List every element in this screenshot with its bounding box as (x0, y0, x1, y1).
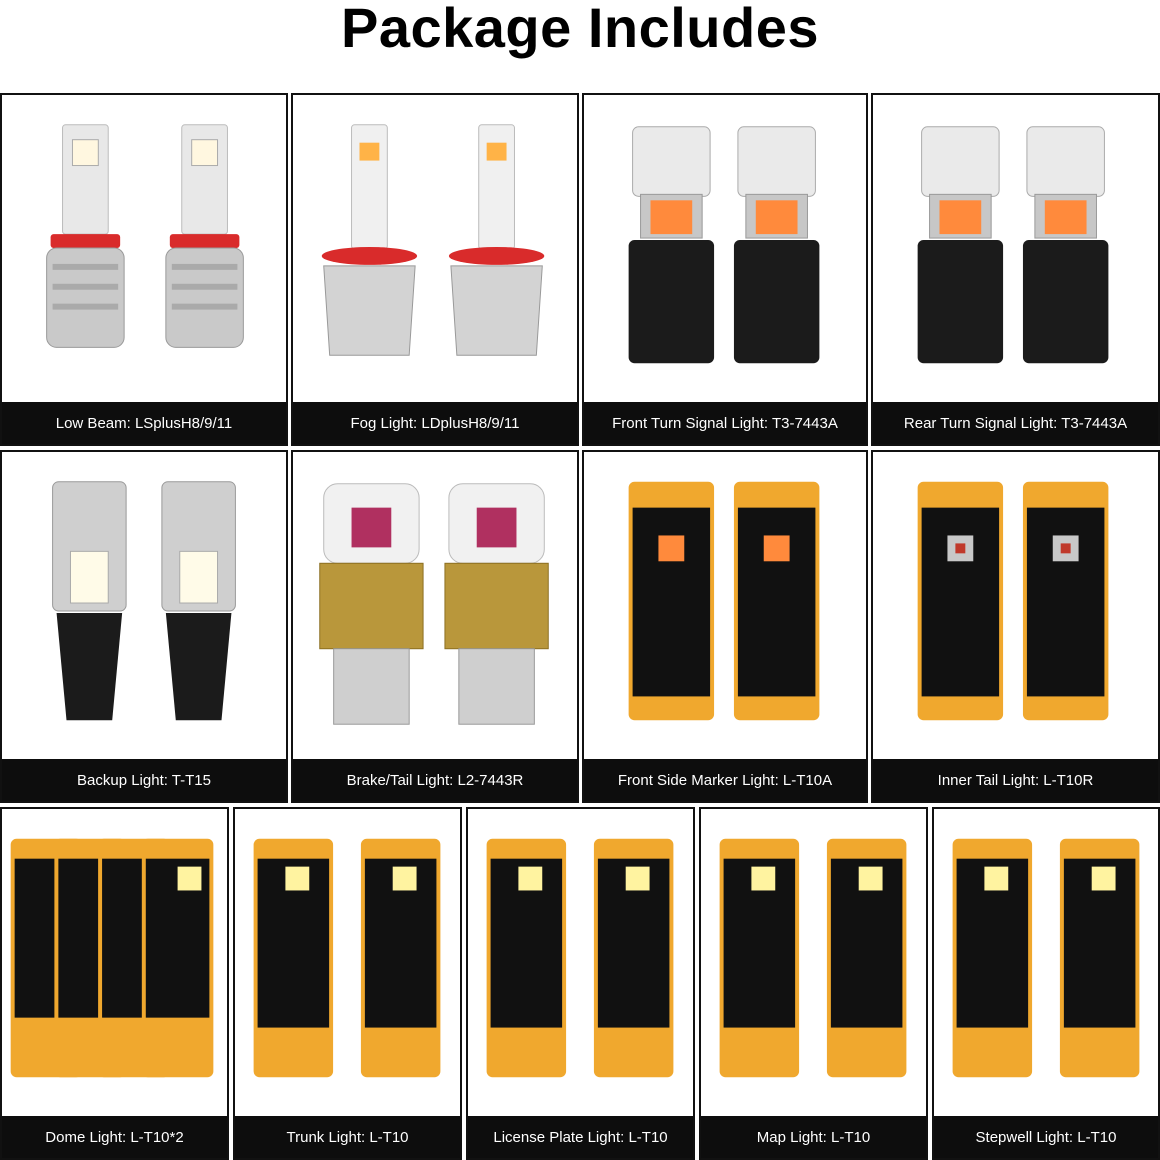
item-caption: Front Side Marker Light: L-T10A (584, 759, 866, 801)
7443-bulb-icon (584, 95, 866, 402)
item-caption: Stepwell Light: L-T10 (934, 1116, 1158, 1158)
item-caption: Map Light: L-T10 (701, 1116, 926, 1158)
fog-bulb-icon (293, 95, 577, 402)
item-caption: License Plate Light: L-T10 (468, 1116, 693, 1158)
page-title: Package Includes (340, 0, 819, 59)
7443-bulb-icon (873, 95, 1158, 402)
t15-bulb-icon (2, 452, 286, 759)
t10-white-bulb-icon (2, 809, 227, 1116)
item-card-low-beam: Low Beam: LSplusH8/9/11 (0, 93, 288, 446)
item-card-map-light: Map Light: L-T10 (699, 807, 928, 1160)
item-caption: Fog Light: LDplusH8/9/11 (293, 402, 577, 444)
item-card-front-turn-signal: Front Turn Signal Light: T3-7443A (582, 93, 868, 446)
item-card-brake-tail-light: Brake/Tail Light: L2-7443R (291, 450, 579, 803)
item-caption: Dome Light: L-T10*2 (2, 1116, 227, 1158)
item-card-license-plate-light: License Plate Light: L-T10 (466, 807, 695, 1160)
t10-white-bulb-icon (468, 809, 693, 1116)
h11-bulb-icon (2, 95, 286, 402)
item-card-dome-light: Dome Light: L-T10*2 (0, 807, 229, 1160)
t10-amber-bulb-icon (584, 452, 866, 759)
item-caption: Trunk Light: L-T10 (235, 1116, 460, 1158)
item-card-inner-tail-light: Inner Tail Light: L-T10R (871, 450, 1160, 803)
item-card-fog-light: Fog Light: LDplusH8/9/11 (291, 93, 579, 446)
item-caption: Inner Tail Light: L-T10R (873, 759, 1158, 801)
item-card-rear-turn-signal: Rear Turn Signal Light: T3-7443A (871, 93, 1160, 446)
t10-white-bulb-icon (934, 809, 1158, 1116)
7443r-bulb-icon (293, 452, 577, 759)
item-caption: Low Beam: LSplusH8/9/11 (2, 402, 286, 444)
t10-red-bulb-icon (873, 452, 1158, 759)
item-caption: Front Turn Signal Light: T3-7443A (584, 402, 866, 444)
item-card-trunk-light: Trunk Light: L-T10 (233, 807, 462, 1160)
item-caption: Brake/Tail Light: L2-7443R (293, 759, 577, 801)
item-caption: Backup Light: T-T15 (2, 759, 286, 801)
item-caption: Rear Turn Signal Light: T3-7443A (873, 402, 1158, 444)
item-card-backup-light: Backup Light: T-T15 (0, 450, 288, 803)
t10-white-bulb-icon (235, 809, 460, 1116)
t10-white-bulb-icon (701, 809, 926, 1116)
item-card-front-side-marker: Front Side Marker Light: L-T10A (582, 450, 868, 803)
item-card-stepwell-light: Stepwell Light: L-T10 (932, 807, 1160, 1160)
